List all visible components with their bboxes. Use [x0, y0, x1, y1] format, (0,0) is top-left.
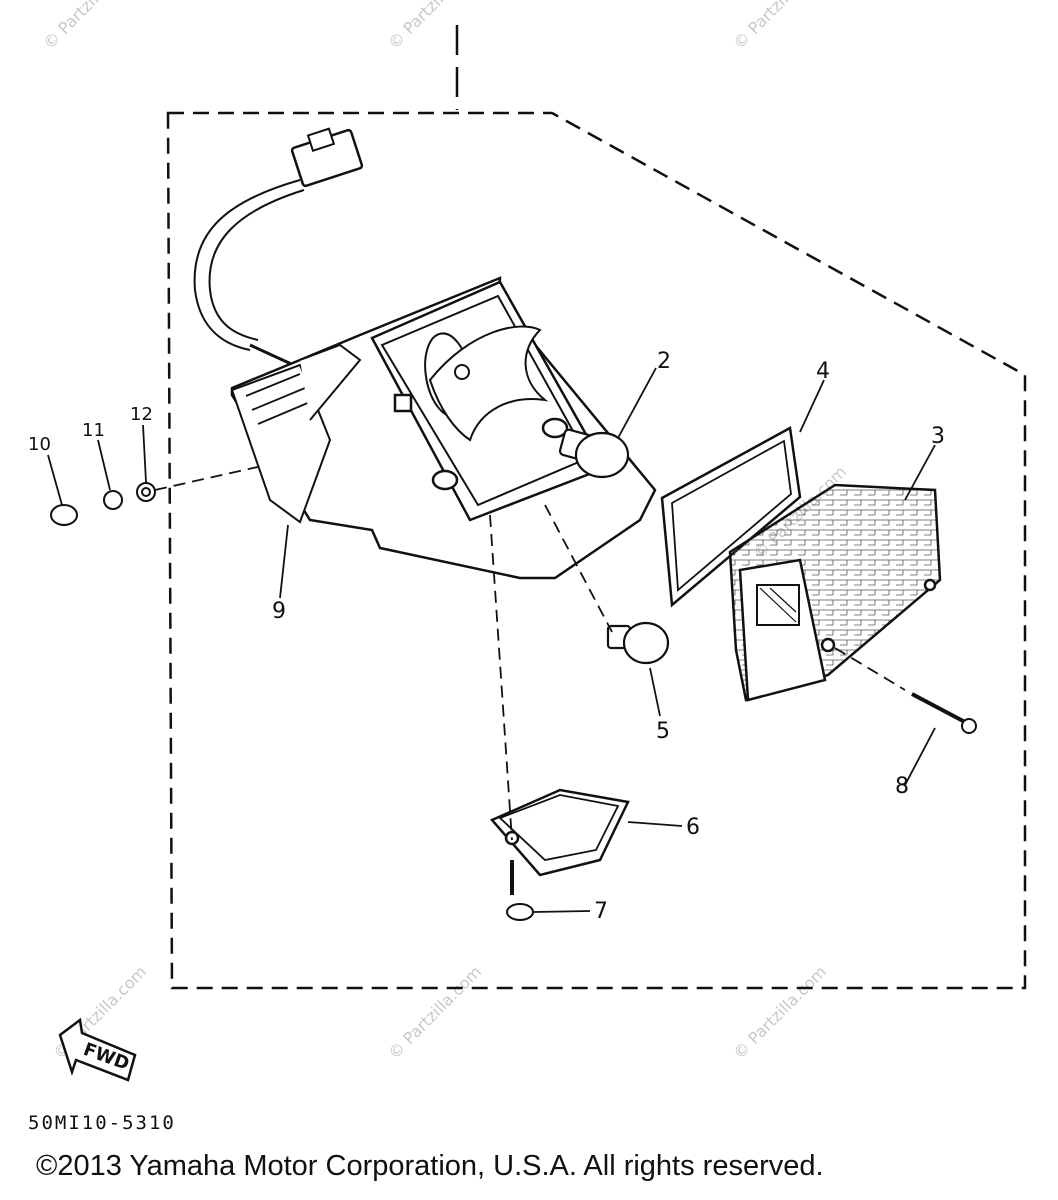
watermark: © Partzilla.com	[729, 0, 830, 53]
leader-lines	[47, 367, 936, 913]
license-bulb	[606, 621, 670, 665]
screw-8	[911, 692, 977, 734]
assembly-lines	[154, 465, 906, 841]
callout-11: 11	[82, 420, 105, 441]
wire-harness	[193, 127, 364, 370]
taillight-housing	[230, 276, 657, 580]
watermark: © Partzilla.com	[729, 962, 830, 1063]
callout-10: 10	[28, 434, 51, 455]
fwd-arrow-icon: FWD	[58, 1017, 137, 1082]
screw-7	[506, 860, 534, 921]
diagram-code: 50MI10-5310	[28, 1112, 176, 1134]
lens-gasket	[660, 426, 802, 608]
callout-5: 5	[656, 719, 670, 744]
bulb-socket	[424, 325, 549, 442]
copyright-notice: ©2013 Yamaha Motor Corporation, U.S.A. A…	[36, 1150, 824, 1182]
callout-9: 9	[272, 599, 286, 624]
watermark: © Partzilla.com	[384, 962, 485, 1063]
callout-6: 6	[686, 815, 700, 840]
main-bulb	[558, 428, 630, 479]
callout-12: 12	[130, 404, 153, 425]
watermark: © Partzilla.com	[384, 0, 485, 53]
taillight-lens	[728, 483, 942, 702]
license-lens	[489, 788, 630, 877]
callout-7: 7	[594, 899, 608, 924]
assembly-boundary	[166, 111, 1027, 990]
screw-washers	[50, 482, 156, 526]
callout-4: 4	[816, 359, 830, 384]
callout-3: 3	[931, 424, 945, 449]
callout-8: 8	[895, 774, 909, 799]
callout-2: 2	[657, 349, 671, 374]
watermark: © Partzilla.com	[39, 0, 140, 53]
